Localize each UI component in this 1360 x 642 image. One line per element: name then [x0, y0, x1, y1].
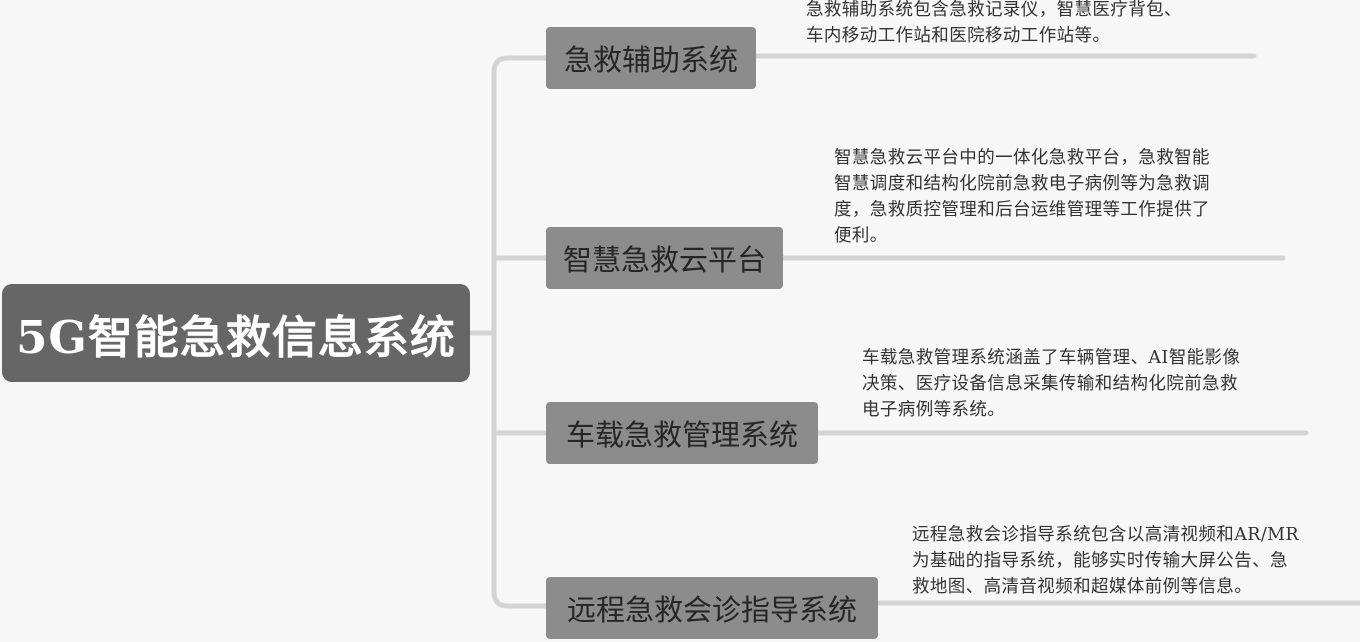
root-node[interactable]: 5G智能急救信息系统 [2, 284, 470, 382]
connector-spine [491, 55, 549, 609]
description-line: 便利。 [834, 226, 888, 246]
description-line: 电子病例等系统。 [862, 400, 1006, 420]
branch-node-remote-consultation[interactable]: 远程急救会诊指导系统 [546, 577, 878, 639]
description-line: 车内移动工作站和医院移动工作站等。 [806, 26, 1111, 46]
branch-description-emergency-assist: 急救辅助系统包含急救记录仪，智慧医疗背包、 车内移动工作站和医院移动工作站等。 [806, 0, 1182, 49]
branch-node-label: 智慧急救云平台 [562, 243, 766, 277]
branch-node-vehicle-management[interactable]: 车载急救管理系统 [546, 402, 818, 464]
branch-node-label: 急救辅助系统 [563, 43, 738, 77]
root-node-label: 5G智能急救信息系统 [16, 310, 456, 364]
description-line: 为基础的指导系统，能够实时传输大屏公告、急 [912, 551, 1288, 571]
branch-description-vehicle-management: 车载急救管理系统涵盖了车辆管理、AI智能影像 决策、医疗设备信息采集传输和结构化… [862, 345, 1240, 423]
description-line: 救地图、高清音视频和超媒体前例等信息。 [912, 577, 1253, 597]
branch-node-label: 远程急救会诊指导系统 [566, 593, 857, 627]
description-line: 决策、医疗设备信息采集传输和结构化院前急救 [862, 374, 1238, 394]
description-line: 智慧急救云平台中的一体化急救平台，急救智能 [834, 148, 1210, 168]
branch-description-remote-consultation: 远程急救会诊指导系统包含以高清视频和AR/MR 为基础的指导系统，能够实时传输大… [912, 522, 1299, 600]
description-line: 度，急救质控管理和后台运维管理等工作提供了 [834, 200, 1210, 220]
description-line: 车载急救管理系统涵盖了车辆管理、AI智能影像 [862, 348, 1241, 368]
branch-node-emergency-assist[interactable]: 急救辅助系统 [546, 27, 756, 89]
branch-description-smart-cloud-platform: 智慧急救云平台中的一体化急救平台，急救智能 智慧调度和结构化院前急救电子病例等为… [834, 145, 1210, 249]
description-line: 远程急救会诊指导系统包含以高清视频和AR/MR [912, 525, 1300, 545]
branch-node-smart-cloud-platform[interactable]: 智慧急救云平台 [546, 227, 783, 289]
description-line: 智慧调度和结构化院前急救电子病例等为急救调 [834, 174, 1210, 194]
branch-node-label: 车载急救管理系统 [565, 418, 798, 452]
description-line: 急救辅助系统包含急救记录仪，智慧医疗背包、 [806, 0, 1182, 20]
